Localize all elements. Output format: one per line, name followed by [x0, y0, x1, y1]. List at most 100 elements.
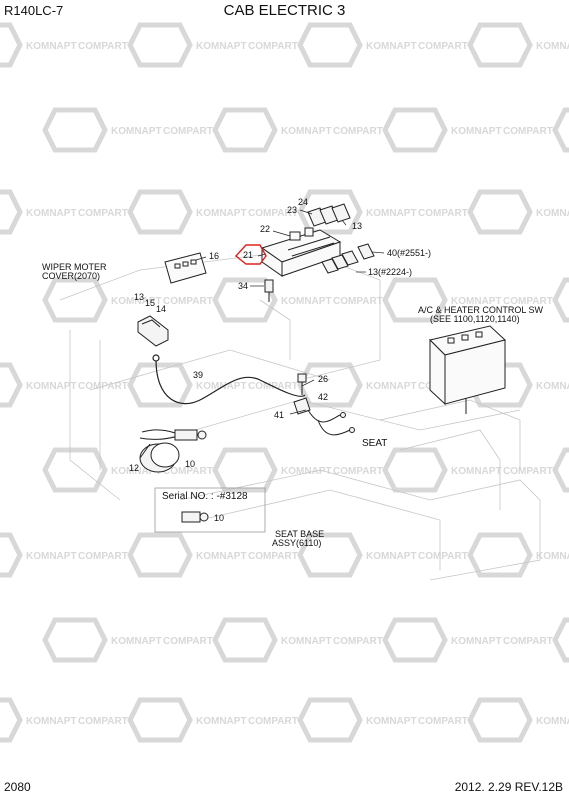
svg-text:COMPART: COMPART	[333, 126, 383, 137]
callout-10-serial: 10	[214, 513, 224, 523]
svg-text:COMPART: COMPART	[503, 296, 553, 307]
highlight-marker-21	[234, 244, 267, 265]
seat-label: SEAT	[362, 438, 387, 449]
svg-text:COMPART: COMPART	[418, 551, 468, 562]
wiper-motor-cover-part	[164, 252, 207, 284]
svg-text:KOMNAPT: KOMNAPT	[366, 716, 417, 727]
svg-text:KOMNAPT: KOMNAPT	[196, 41, 247, 52]
svg-text:COMPART: COMPART	[78, 41, 128, 52]
connector-41-42-part	[293, 397, 355, 436]
switch-40-part	[357, 243, 375, 260]
callout-23: 23	[287, 205, 297, 215]
svg-text:KOMNAPT: KOMNAPT	[536, 716, 569, 727]
switch-10-alt-part	[181, 511, 209, 523]
svg-text:KOMNAPT: KOMNAPT	[26, 208, 77, 219]
svg-text:KOMNAPT: KOMNAPT	[536, 41, 569, 52]
leader-lines	[195, 209, 385, 415]
bolt-26-part	[297, 373, 307, 395]
rocker-switches-part	[307, 203, 351, 227]
harness-39-part	[152, 354, 306, 405]
switch-10-part	[139, 429, 207, 441]
ac-control-label-2: (SEE 1100,1120,1140)	[430, 314, 520, 324]
callout-26: 26	[318, 374, 328, 384]
svg-text:KOMNAPT: KOMNAPT	[536, 381, 569, 392]
svg-text:KOMNAPT: KOMNAPT	[451, 126, 502, 137]
revision-date: 2012. 2.29 REV.12B	[454, 780, 563, 794]
callout-15: 15	[145, 298, 155, 308]
callout-24: 24	[298, 197, 308, 207]
fuse-box-part	[260, 227, 342, 277]
callout-13-top: 13	[352, 221, 362, 231]
seat-base-label-2: ASSY(6110)	[272, 538, 321, 548]
model-code: R140LC-7	[4, 3, 64, 18]
svg-text:COMPART: COMPART	[248, 208, 298, 219]
svg-text:KOMNAPT: KOMNAPT	[366, 381, 417, 392]
callout-39: 39	[193, 370, 203, 380]
callout-40: 40(#2551-)	[387, 248, 431, 258]
svg-text:COMPART: COMPART	[78, 208, 128, 219]
wiper-cover-label-2: COVER(2070)	[42, 271, 100, 281]
svg-text:COMPART: COMPART	[78, 551, 128, 562]
page-title: CAB ELECTRIC 3	[223, 2, 346, 19]
svg-text:COMPART: COMPART	[248, 551, 298, 562]
svg-text:COMPART: COMPART	[333, 296, 383, 307]
svg-text:KOMNAPT: KOMNAPT	[366, 551, 417, 562]
svg-text:KOMNAPT: KOMNAPT	[26, 716, 77, 727]
svg-text:KOMNAPT: KOMNAPT	[111, 126, 162, 137]
svg-text:COMPART: COMPART	[418, 41, 468, 52]
svg-text:KOMNAPT: KOMNAPT	[111, 636, 162, 647]
svg-text:COMPART: COMPART	[163, 636, 213, 647]
callout-13-2224: 13(#2224-)	[368, 267, 412, 277]
svg-text:KOMNAPT: KOMNAPT	[196, 381, 247, 392]
svg-text:KOMNAPT: KOMNAPT	[196, 716, 247, 727]
svg-text:KOMNAPT: KOMNAPT	[281, 636, 332, 647]
callout-16: 16	[209, 251, 219, 261]
svg-text:KOMNAPT: KOMNAPT	[26, 381, 77, 392]
svg-text:KOMNAPT: KOMNAPT	[26, 41, 77, 52]
svg-text:KOMNAPT: KOMNAPT	[281, 466, 332, 477]
svg-text:COMPART: COMPART	[163, 466, 213, 477]
svg-text:KOMNAPT: KOMNAPT	[111, 296, 162, 307]
hour-meter-12-part	[139, 442, 180, 473]
svg-text:COMPART: COMPART	[163, 126, 213, 137]
switch-bracket-part	[137, 315, 169, 347]
svg-text:COMPART: COMPART	[78, 716, 128, 727]
svg-text:KOMNAPT: KOMNAPT	[281, 126, 332, 137]
switch-13-set-part	[321, 250, 359, 274]
svg-text:KOMNAPT: KOMNAPT	[111, 466, 162, 477]
svg-text:KOMNAPT: KOMNAPT	[366, 208, 417, 219]
serial-number-label: Serial NO. : -#3128	[162, 491, 248, 502]
sensor-34-part	[264, 279, 274, 302]
svg-text:COMPART: COMPART	[418, 208, 468, 219]
svg-text:KOMNAPT: KOMNAPT	[536, 551, 569, 562]
svg-text:KOMNAPT: KOMNAPT	[451, 636, 502, 647]
callout-41: 41	[274, 410, 284, 420]
callout-34: 34	[238, 281, 248, 291]
svg-text:KOMNAPT: KOMNAPT	[26, 551, 77, 562]
callout-22: 22	[260, 224, 270, 234]
svg-text:KOMNAPT: KOMNAPT	[196, 208, 247, 219]
callout-12: 12	[129, 463, 139, 473]
